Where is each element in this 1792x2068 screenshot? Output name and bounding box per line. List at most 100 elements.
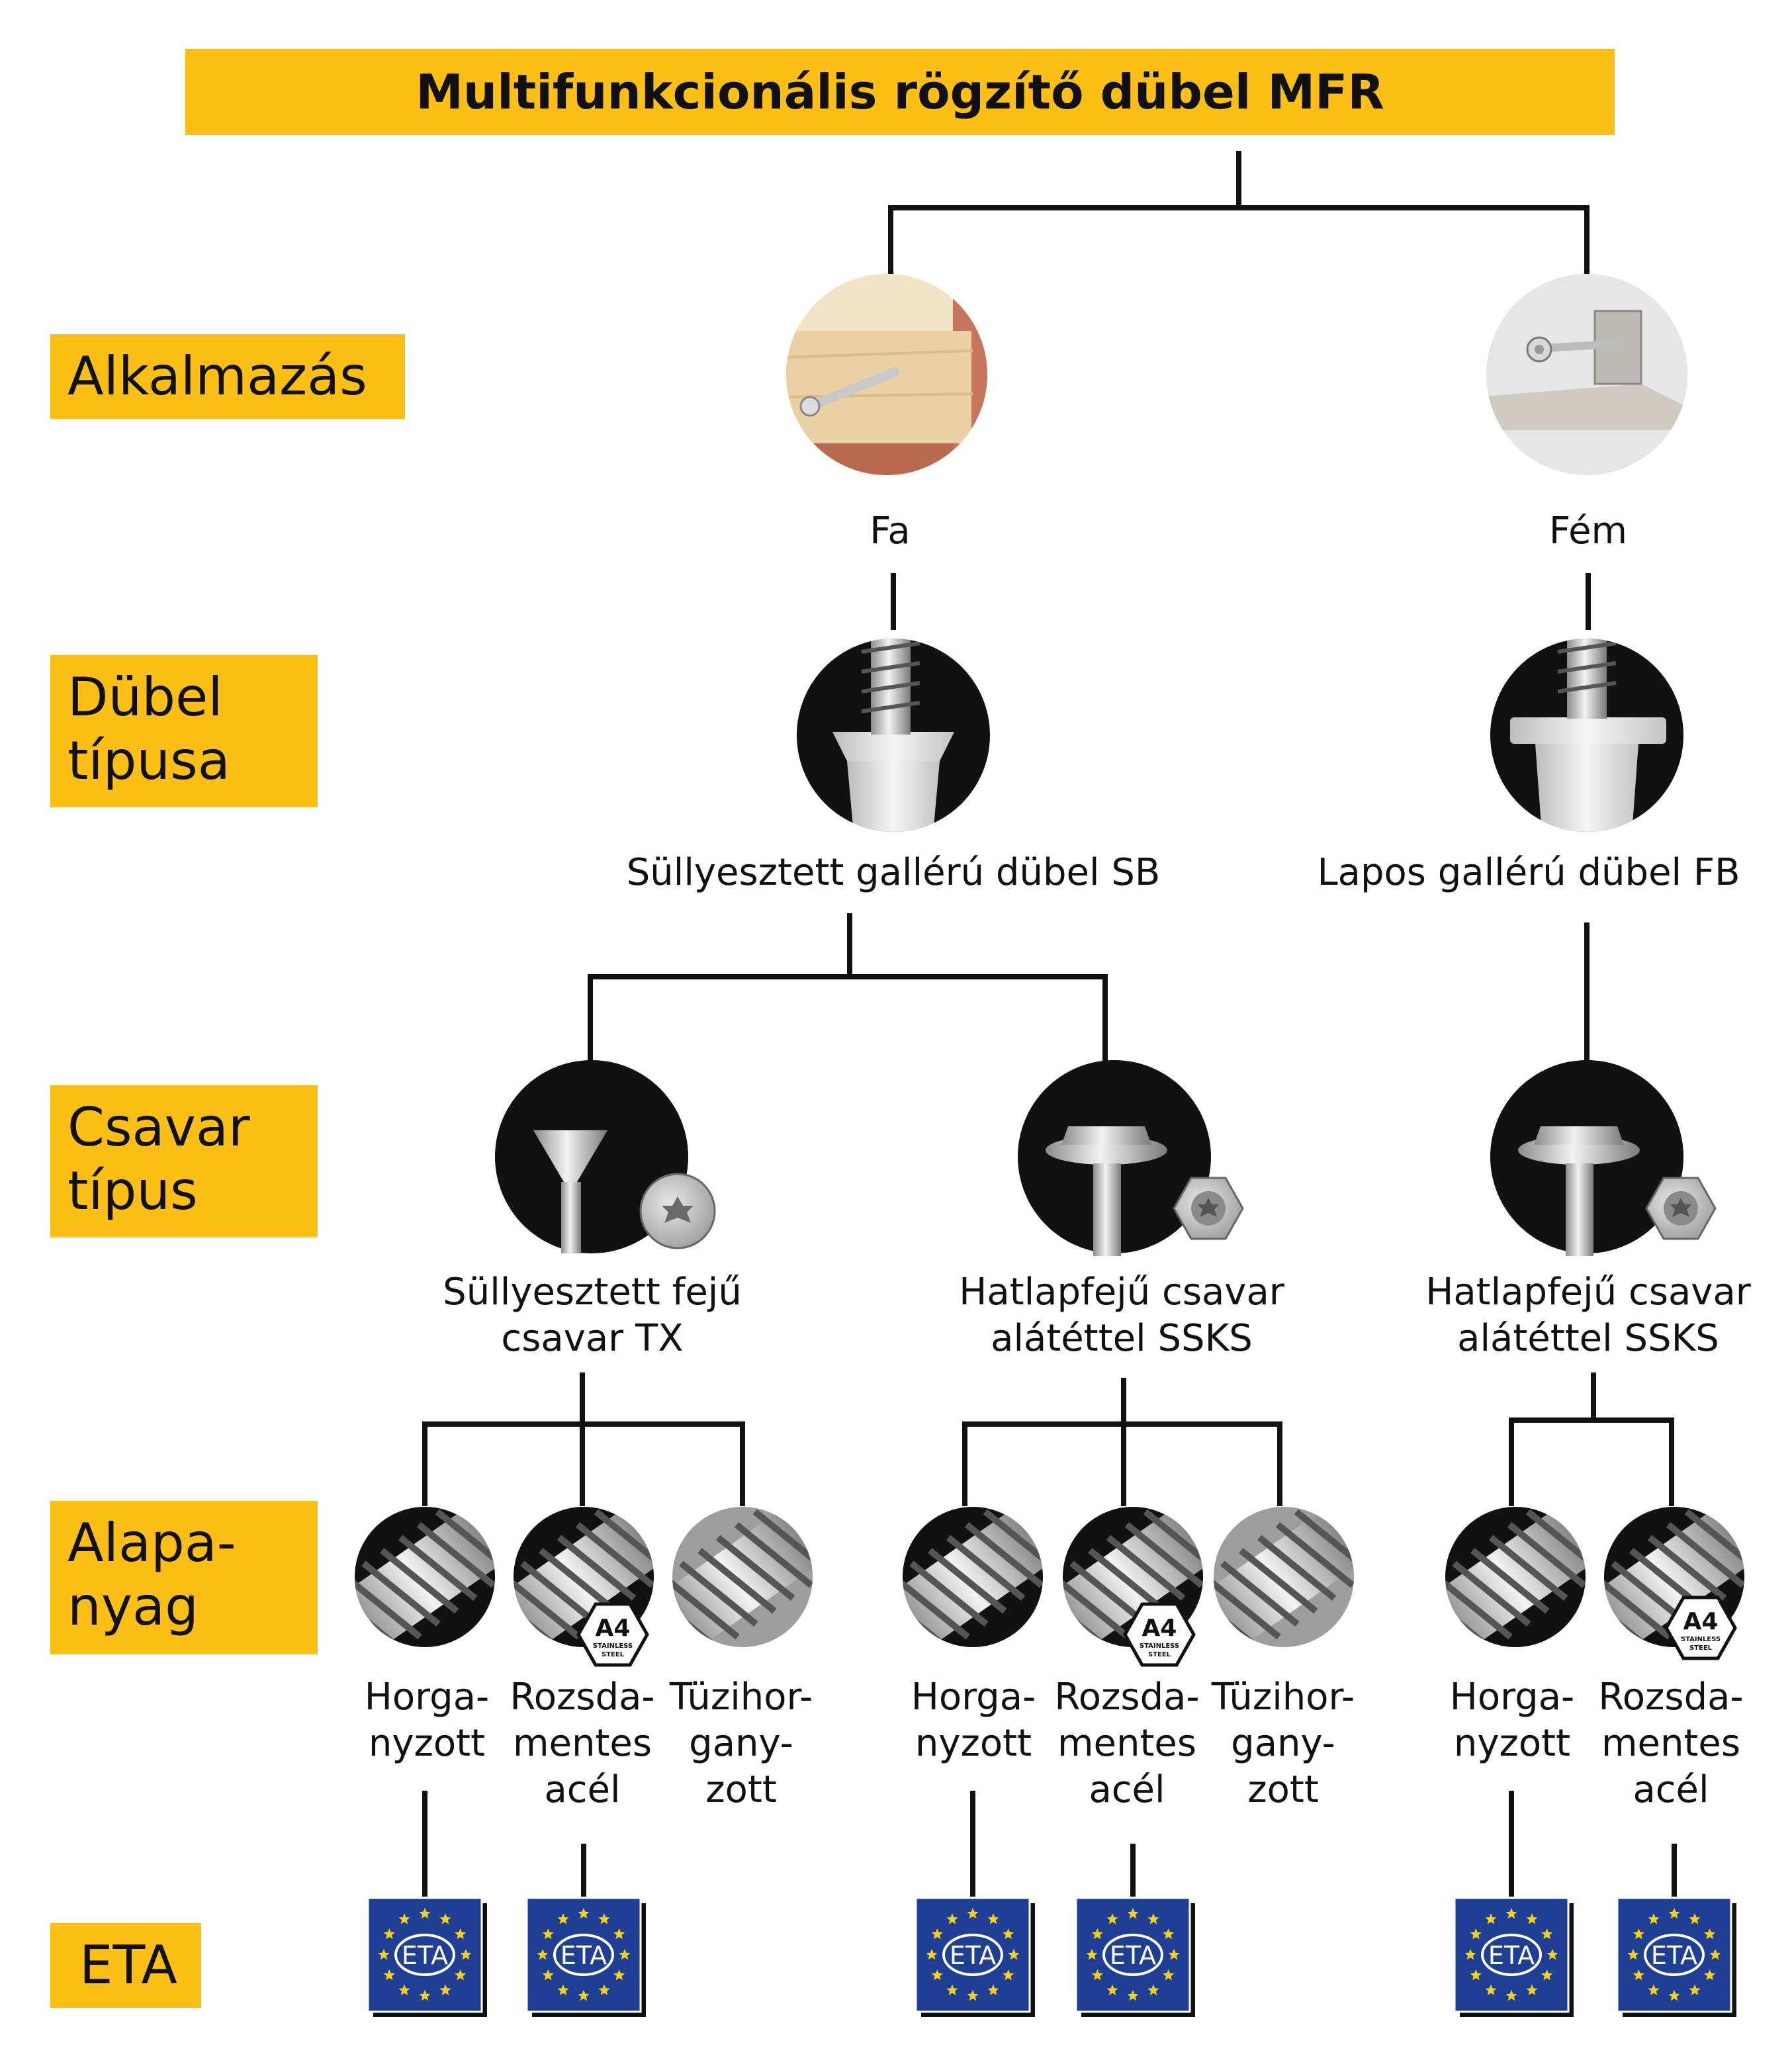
eu-star-icon bbox=[1003, 1928, 1014, 1940]
label-material-6: Tüzihor- gany- zott bbox=[1211, 1676, 1355, 1811]
eu-star-icon bbox=[378, 1949, 390, 1960]
eu-star-icon bbox=[1668, 1908, 1680, 1919]
eu-star-icon bbox=[542, 1928, 554, 1940]
eu-star-icon bbox=[1485, 1984, 1497, 1995]
eu-star-icon bbox=[613, 1969, 625, 1981]
eu-star-icon bbox=[1541, 1928, 1553, 1940]
row-header-anchor-type-label: Dübel típusa bbox=[67, 666, 230, 791]
eu-star-icon bbox=[460, 1949, 472, 1960]
eta-badge-1-label: ETA bbox=[402, 1941, 448, 1970]
ssks-screw-photo-a bbox=[1018, 1060, 1244, 1256]
eu-star-icon bbox=[1526, 1913, 1538, 1924]
a4-badge-2: A4 STAINLESS STEEL bbox=[1123, 1602, 1196, 1667]
row-header-eta-label: ETA bbox=[79, 1934, 177, 1996]
eu-star-icon bbox=[967, 1908, 979, 1919]
a4-badge-2-label: A4 bbox=[1142, 1615, 1177, 1642]
a4-badge-3-sub2: STEEL bbox=[1689, 1644, 1713, 1652]
eu-star-icon bbox=[1485, 1913, 1497, 1924]
row-header-anchor-type: Dübel típusa bbox=[50, 655, 318, 807]
page-title: Multifunkcionális rögzítő dübel MFR bbox=[185, 49, 1615, 135]
eu-star-icon bbox=[1470, 1928, 1482, 1940]
eta-badge-6-label: ETA bbox=[1651, 1941, 1697, 1970]
sb-anchor-photo bbox=[797, 639, 990, 832]
eta-badge-2: ETA bbox=[525, 1897, 646, 2017]
a4-badge-3-label: A4 bbox=[1683, 1608, 1719, 1635]
eu-star-icon bbox=[931, 1969, 943, 1981]
eta-badge-3-label: ETA bbox=[950, 1941, 996, 1970]
eu-star-icon bbox=[1091, 1969, 1103, 1981]
label-wood: Fa bbox=[870, 510, 911, 553]
page-title-text: Multifunkcionális rögzítő dübel MFR bbox=[416, 64, 1384, 120]
eu-star-icon bbox=[1633, 1969, 1644, 1981]
row-header-screw-type-label: Csavar típus bbox=[67, 1097, 250, 1222]
eta-badge-1: ETA bbox=[367, 1897, 487, 2017]
eta-badge-5-label: ETA bbox=[1488, 1941, 1535, 1970]
label-screw-ssks-a: Hatlapfejű csavar alátéttel SSKS bbox=[959, 1271, 1284, 1360]
a4-badge-1-sub2: STEEL bbox=[602, 1651, 625, 1658]
row-header-screw-type: Csavar típus bbox=[50, 1085, 318, 1237]
eu-star-icon bbox=[1127, 1908, 1139, 1919]
eu-star-icon bbox=[1526, 1984, 1538, 1995]
material-photo-4 bbox=[903, 1507, 1043, 1647]
a4-badge-1-sub1: STAINLESS bbox=[593, 1642, 633, 1650]
eu-star-icon bbox=[1704, 1928, 1716, 1940]
eu-star-icon bbox=[1546, 1949, 1558, 1960]
label-anchor-fb: Lapos gallérú dübel FB bbox=[1317, 851, 1740, 894]
eu-star-icon bbox=[383, 1928, 395, 1940]
eu-star-icon bbox=[1505, 1990, 1517, 2001]
material-photo-8 bbox=[1604, 1507, 1744, 1647]
eu-star-icon bbox=[557, 1913, 569, 1924]
eu-star-icon bbox=[1541, 1969, 1553, 1981]
eu-star-icon bbox=[1008, 1949, 1020, 1960]
eu-star-icon bbox=[1163, 1969, 1175, 1981]
eu-star-icon bbox=[1464, 1949, 1476, 1960]
label-material-4: Horga- nyzott bbox=[911, 1676, 1036, 1765]
eu-star-icon bbox=[987, 1984, 999, 1995]
row-header-base-material: Alapa- nyag bbox=[50, 1501, 318, 1654]
eu-star-icon bbox=[946, 1913, 958, 1924]
eu-star-icon bbox=[598, 1913, 610, 1924]
eu-star-icon bbox=[1689, 1984, 1701, 1995]
material-photo-7 bbox=[1445, 1507, 1586, 1647]
label-material-3: Tüzihor- gany- zott bbox=[669, 1676, 813, 1811]
eu-star-icon bbox=[926, 1949, 938, 1960]
eu-star-icon bbox=[987, 1913, 999, 1924]
eu-star-icon bbox=[1106, 1984, 1118, 1995]
eu-star-icon bbox=[1163, 1928, 1175, 1940]
label-screw-tx: Süllyesztett fejű csavar TX bbox=[443, 1271, 742, 1360]
row-header-base-material-label: Alapa- nyag bbox=[67, 1512, 236, 1637]
eu-star-icon bbox=[1168, 1949, 1180, 1960]
eu-star-icon bbox=[613, 1928, 625, 1940]
eu-star-icon bbox=[419, 1908, 431, 1919]
label-material-8: Rozsda- mentes acél bbox=[1598, 1676, 1744, 1811]
tx-screw-photo bbox=[495, 1060, 716, 1253]
label-screw-ssks-b: Hatlapfejű csavar alátéttel SSKS bbox=[1425, 1271, 1751, 1360]
eu-star-icon bbox=[578, 1908, 590, 1919]
eu-star-icon bbox=[1147, 1984, 1159, 1995]
label-material-5: Rozsda- mentes acél bbox=[1054, 1676, 1200, 1811]
material-photo-3 bbox=[672, 1507, 813, 1647]
label-material-2: Rozsda- mentes acél bbox=[510, 1676, 655, 1811]
eu-star-icon bbox=[598, 1984, 610, 1995]
a4-badge-2-sub1: STAINLESS bbox=[1140, 1642, 1179, 1650]
material-photo-1 bbox=[355, 1507, 495, 1647]
eu-star-icon bbox=[946, 1984, 958, 1995]
eu-star-icon bbox=[578, 1990, 590, 2001]
eu-star-icon bbox=[439, 1913, 451, 1924]
a4-badge-3-sub1: STAINLESS bbox=[1681, 1636, 1721, 1643]
label-metal: Fém bbox=[1548, 510, 1628, 553]
eu-star-icon bbox=[1704, 1969, 1716, 1981]
label-material-1: Horga- nyzott bbox=[364, 1676, 490, 1765]
eu-star-icon bbox=[1627, 1949, 1639, 1960]
eta-badge-2-label: ETA bbox=[560, 1941, 607, 1970]
eu-star-icon bbox=[1127, 1990, 1139, 2001]
eu-star-icon bbox=[398, 1913, 410, 1924]
metal-application-photo bbox=[1486, 274, 1687, 475]
a4-badge-1-label: A4 bbox=[596, 1615, 631, 1642]
row-header-application-label: Alkalmazás bbox=[67, 345, 367, 407]
eu-star-icon bbox=[1086, 1949, 1098, 1960]
eta-badge-5: ETA bbox=[1453, 1897, 1574, 2017]
fb-anchor-photo bbox=[1490, 639, 1683, 832]
eu-star-icon bbox=[419, 1990, 431, 2001]
